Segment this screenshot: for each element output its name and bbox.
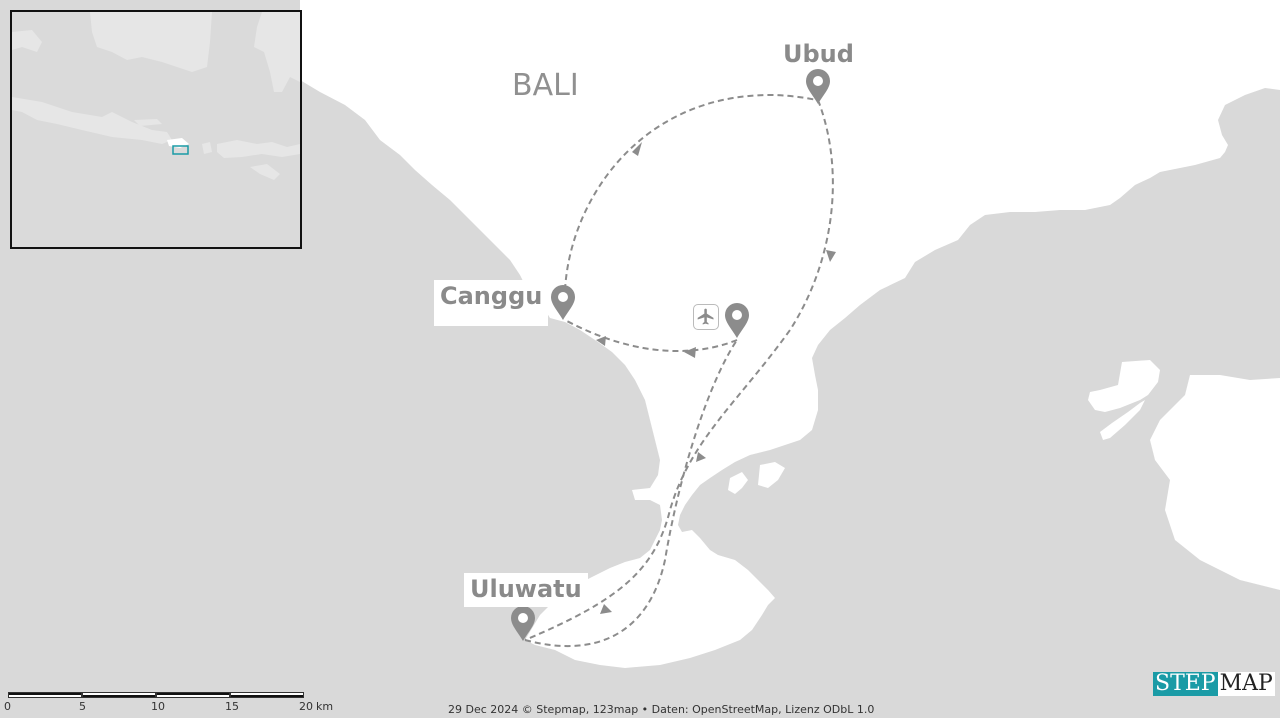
map-pin-icon-canggu[interactable] (551, 285, 575, 320)
inset-sulawesi (254, 12, 300, 92)
airport-badge[interactable] (693, 304, 719, 330)
arrow-icon (826, 250, 836, 262)
routes (524, 93, 834, 648)
inset-lombok (202, 142, 212, 154)
arrow-icon (596, 336, 606, 346)
route-arrows (596, 142, 836, 614)
scale-tick-15: 15 (225, 700, 239, 713)
scale-tick-20: 20 (299, 700, 313, 713)
pins (511, 69, 830, 641)
inset-sumba (250, 164, 280, 180)
arrow-icon (600, 604, 612, 614)
airplane-icon (697, 308, 714, 325)
place-label-uluwatu[interactable]: Uluwatu (464, 573, 588, 607)
nusa-island-3 (1150, 375, 1280, 590)
inset-borneo (90, 12, 212, 72)
inset-viewport-highlight (172, 145, 189, 155)
inset-java (12, 97, 172, 144)
canggu-label-bg (434, 280, 548, 326)
nusa-island-2 (1100, 400, 1145, 440)
map-pin-icon-airport[interactable] (725, 303, 749, 338)
logo-part-step: STEP (1153, 671, 1218, 696)
region-label-bali: BALI (512, 68, 579, 103)
inset-map-canvas (12, 12, 300, 247)
inset-sumbawa (217, 140, 300, 158)
benoa-island (728, 472, 748, 494)
nusa-island-1 (1088, 360, 1160, 412)
bali-land (170, 0, 1280, 668)
attribution[interactable]: 29 Dec 2024 © Stepmap, 123map • Daten: O… (448, 703, 875, 716)
arrow-icon (696, 452, 706, 462)
scale-unit: km (316, 700, 334, 713)
place-label-ubud[interactable]: Ubud (783, 40, 854, 68)
arrow-icon (632, 142, 642, 156)
map-pin-icon-ubud[interactable] (806, 69, 830, 104)
inset-kalimantan-w (12, 30, 42, 52)
scale-bar (8, 692, 308, 700)
arrow-icon (684, 347, 696, 358)
scale-tick-10: 10 (151, 700, 165, 713)
route-canggu-ubud (564, 93, 819, 291)
map-pin-icon-uluwatu[interactable] (511, 606, 535, 641)
scale-tick-0: 0 (4, 700, 11, 713)
benoa-island-2 (758, 462, 785, 488)
route-airport-canggu (564, 319, 738, 353)
route-uluwatu-airport (524, 339, 738, 648)
route-ubud-uluwatu (524, 99, 834, 641)
stepmap-logo[interactable]: STEP MAP (1153, 672, 1275, 696)
place-label-canggu[interactable]: Canggu (440, 282, 543, 310)
inset-madura (134, 119, 162, 126)
inset-overview-map[interactable] (10, 10, 302, 249)
scale-tick-5: 5 (79, 700, 86, 713)
logo-part-map: MAP (1217, 671, 1275, 696)
